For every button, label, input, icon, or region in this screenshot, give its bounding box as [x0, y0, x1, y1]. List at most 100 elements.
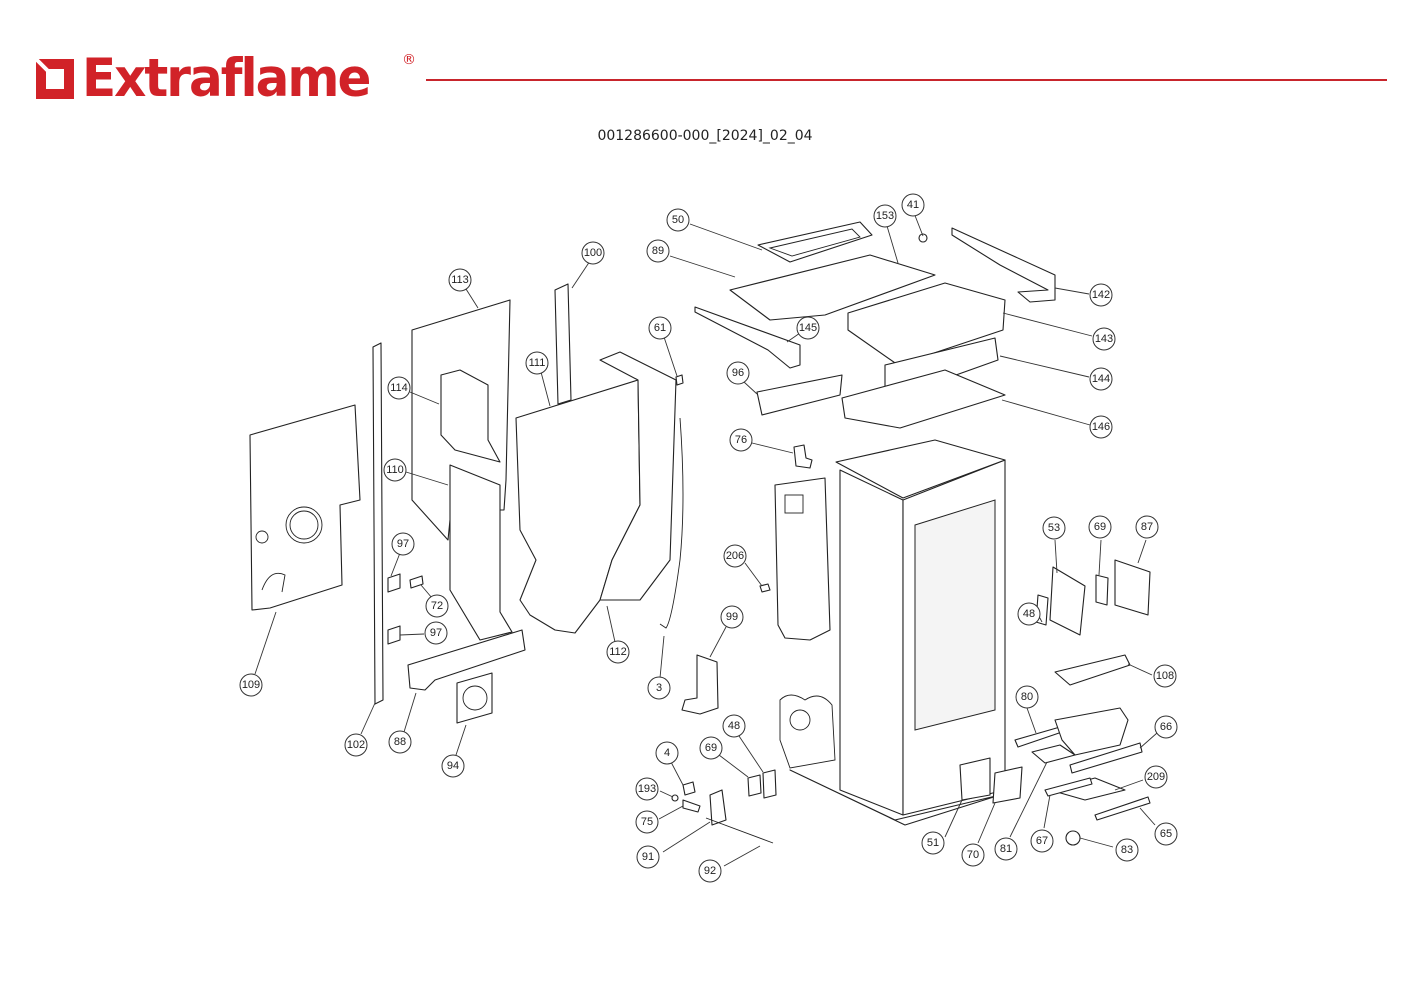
leader-94	[455, 724, 467, 756]
part-94-plate	[456, 672, 493, 724]
leader-143	[1002, 312, 1093, 337]
callout-48-right[interactable]: 48	[1017, 602, 1041, 626]
part-89-plate	[729, 254, 936, 321]
callout-114[interactable]: 114	[387, 376, 411, 400]
callout-92[interactable]: 92	[698, 859, 722, 883]
leader-109	[254, 611, 277, 675]
callout-88[interactable]: 88	[388, 730, 412, 754]
svg-text:61: 61	[654, 322, 666, 334]
callout-111[interactable]: 111	[525, 351, 549, 375]
callout-4[interactable]: 4	[655, 741, 679, 765]
svg-text:76: 76	[735, 434, 747, 446]
part-114-bracket	[440, 369, 501, 463]
svg-text:193: 193	[638, 783, 656, 795]
part-69-plate-left	[747, 774, 762, 797]
callout-193[interactable]: 193	[635, 777, 659, 801]
part-51-door	[959, 757, 991, 801]
callout-109[interactable]: 109	[239, 673, 263, 697]
leader-3	[659, 635, 665, 679]
callout-75[interactable]: 75	[635, 810, 659, 834]
svg-text:65: 65	[1160, 828, 1172, 840]
leader-61	[663, 336, 678, 377]
main-body-top	[835, 439, 1006, 499]
part-102-strip	[372, 342, 384, 705]
callout-113[interactable]: 113	[448, 268, 472, 292]
callout-144[interactable]: 144	[1089, 367, 1113, 391]
callout-53[interactable]: 53	[1042, 516, 1066, 540]
callout-96[interactable]: 96	[726, 361, 750, 385]
callouts: 50 89 153 41 142 143 144 146 145 96 61 1…	[239, 193, 1178, 883]
part-109-side-panel	[249, 404, 361, 611]
callout-108[interactable]: 108	[1153, 664, 1177, 688]
part-83-gear	[1065, 830, 1081, 846]
part-75-bracket	[682, 799, 701, 813]
callout-72[interactable]: 72	[425, 594, 449, 618]
callout-69-left[interactable]: 69	[699, 736, 723, 760]
callout-80[interactable]: 80	[1015, 685, 1039, 709]
svg-text:41: 41	[907, 199, 919, 211]
leader-65	[1139, 807, 1156, 826]
callout-143[interactable]: 143	[1092, 327, 1116, 351]
callout-209[interactable]: 209	[1144, 765, 1168, 789]
callout-89[interactable]: 89	[646, 239, 670, 263]
callout-142[interactable]: 142	[1089, 283, 1113, 307]
callout-69-right[interactable]: 69	[1088, 515, 1112, 539]
part-48-gasket-left	[762, 769, 777, 799]
svg-text:144: 144	[1092, 373, 1110, 385]
callout-67[interactable]: 67	[1030, 829, 1054, 853]
part-100-pillar	[554, 283, 572, 405]
svg-text:75: 75	[641, 816, 653, 828]
svg-text:70: 70	[967, 849, 979, 861]
callout-91[interactable]: 91	[636, 845, 660, 869]
callout-81[interactable]: 81	[994, 837, 1018, 861]
part-112-hopper-back	[599, 351, 677, 601]
part-65-rod	[1094, 796, 1151, 821]
callout-102[interactable]: 102	[344, 733, 368, 757]
part-145-rail	[694, 306, 801, 369]
callout-99[interactable]: 99	[720, 605, 744, 629]
callout-70[interactable]: 70	[961, 843, 985, 867]
part-109-port	[285, 506, 323, 544]
parts-artwork	[249, 221, 1151, 846]
callout-48-left[interactable]: 48	[722, 714, 746, 738]
callout-100[interactable]: 100	[581, 241, 605, 265]
callout-3[interactable]: 3	[647, 676, 671, 700]
registered-mark: ®	[402, 52, 416, 68]
callout-153[interactable]: 153	[873, 204, 897, 228]
callout-51[interactable]: 51	[921, 831, 945, 855]
leader-87	[1137, 539, 1147, 564]
callout-83[interactable]: 83	[1115, 838, 1139, 862]
leader-72	[420, 584, 433, 599]
svg-text:97: 97	[397, 538, 409, 550]
header-divider	[426, 79, 1387, 81]
leader-145	[786, 332, 801, 343]
callout-94[interactable]: 94	[441, 754, 465, 778]
callout-97-upper[interactable]: 97	[391, 532, 415, 556]
leader-76	[751, 442, 794, 454]
callout-110[interactable]: 110	[383, 458, 407, 482]
leader-153	[886, 225, 899, 264]
callout-65[interactable]: 65	[1154, 822, 1178, 846]
callout-61[interactable]: 61	[648, 316, 672, 340]
svg-text:48: 48	[1023, 608, 1035, 620]
svg-text:113: 113	[451, 274, 469, 286]
callout-50[interactable]: 50	[666, 208, 690, 232]
leader-111	[540, 371, 551, 407]
callout-97-lower[interactable]: 97	[424, 621, 448, 645]
leader-67	[1043, 794, 1051, 829]
leader-100	[571, 260, 591, 289]
callout-146[interactable]: 146	[1089, 415, 1113, 439]
document-code: 001286600-000_[2024]_02_04	[597, 128, 813, 144]
part-206-pin	[759, 583, 771, 593]
callout-76[interactable]: 76	[729, 428, 753, 452]
callout-206[interactable]: 206	[723, 544, 747, 568]
svg-text:100: 100	[584, 247, 602, 259]
callout-112[interactable]: 112	[606, 640, 630, 664]
part-109-port-inner	[289, 510, 319, 540]
callout-145[interactable]: 145	[796, 316, 820, 340]
part-109-cutout	[261, 572, 286, 593]
callout-87[interactable]: 87	[1135, 515, 1159, 539]
callout-41[interactable]: 41	[901, 193, 925, 217]
part-69-plate-right	[1095, 574, 1109, 606]
callout-66[interactable]: 66	[1154, 715, 1178, 739]
